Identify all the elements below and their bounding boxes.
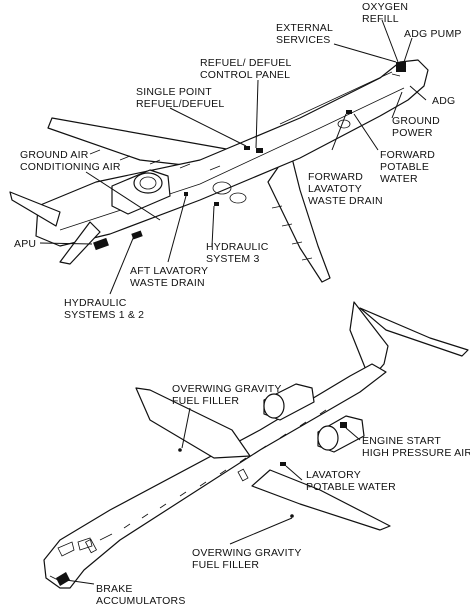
left-wing-side-view (135, 387, 251, 459)
label-brake-accumulators: BRAKE ACCUMULATORS (96, 583, 186, 607)
label-ground-power: GROUND POWER (392, 115, 443, 139)
t-tail-stabilizer (359, 307, 469, 357)
right-wing-top-view (267, 149, 331, 283)
label-hydraulic-systems-1-2: HYDRAULIC SYSTEMS 1 & 2 (64, 297, 144, 321)
label-oxygen-refill: OXYGEN REFILL (362, 1, 411, 25)
label-lavatory-potable-water: LAVATORY POTABLE WATER (306, 469, 396, 493)
label-apu: APU (14, 238, 36, 250)
label-forward-potable-water: FORWARD POTABLE WATER (380, 149, 438, 185)
label-hydraulic-system-3: HYDRAULIC SYSTEM 3 (206, 241, 272, 265)
label-external-services: EXTERNAL SERVICES (276, 22, 336, 46)
label-overwing-fuel-filler-upper: OVERWING GRAVITY FUEL FILLER (172, 383, 285, 407)
fuselage-top-view (35, 59, 429, 247)
label-refuel-control-panel: REFUEL/ DEFUEL CONTROL PANEL (200, 57, 294, 81)
engine-nacelle-top-view (111, 169, 171, 215)
horizontal-stabilizer-top-view (9, 191, 61, 227)
upper-engine (263, 383, 315, 421)
label-engine-start-air: ENGINE START HIGH PRESSURE AIR (362, 435, 470, 459)
leader-lines (39, 19, 427, 585)
callout-labels: OXYGEN REFILL EXTERNAL SERVICES ADG PUMP… (14, 1, 470, 607)
label-single-point-refuel: SINGLE POINT REFUEL/DEFUEL (136, 86, 224, 110)
right-wing-side-view (251, 469, 391, 531)
label-forward-lavatory-drain: FORWARD LAVATOTY WASTE DRAIN (308, 171, 383, 207)
label-adg: ADG (432, 95, 455, 107)
label-aft-lavatory-drain: AFT LAVATORY WASTE DRAIN (130, 265, 211, 289)
lower-engine (317, 415, 365, 453)
label-ground-air: GROUND AIR CONDITIONING AIR (20, 149, 121, 173)
label-overwing-fuel-filler-lower: OVERWING GRAVITY FUEL FILLER (192, 547, 305, 571)
aircraft-bottom-view (9, 59, 429, 283)
label-adg-pump: ADG PUMP (404, 28, 462, 40)
aircraft-top-view (43, 301, 469, 589)
fuselage-side-view (43, 363, 387, 589)
window-row (99, 409, 327, 541)
